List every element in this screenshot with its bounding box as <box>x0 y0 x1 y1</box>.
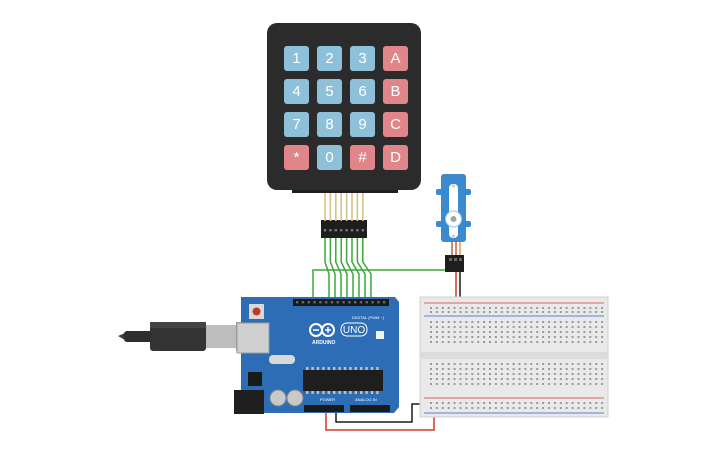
keypad-key-label: 4 <box>292 83 300 100</box>
atmega-chip <box>303 370 383 391</box>
keypad-key[interactable]: 1 <box>284 46 309 71</box>
keypad-key-label: C <box>390 116 401 133</box>
arduino-logo <box>309 323 335 337</box>
analog-header <box>350 405 390 412</box>
power-label: POWER <box>320 397 335 402</box>
keypad-key[interactable]: B <box>383 79 408 104</box>
keypad-key[interactable]: 0 <box>317 145 342 170</box>
usb-b-port <box>236 322 270 354</box>
keypad-4x4: 1 2 3 A 4 5 6 B 7 8 9 C * 0 # D <box>267 23 421 238</box>
keypad-key-label: 3 <box>358 50 366 67</box>
breadboard <box>419 296 609 418</box>
keypad-key-label: 6 <box>358 83 366 100</box>
keypad-key[interactable]: * <box>284 145 309 170</box>
keypad-key-label: D <box>390 149 401 166</box>
keypad-key[interactable]: 9 <box>350 112 375 137</box>
keypad-key-label: 5 <box>325 83 333 100</box>
analog-label: ANALOG IN <box>355 397 377 402</box>
servo-signal-wire <box>312 269 452 298</box>
digital-label: DIGITAL (PWM ~) <box>352 315 385 320</box>
power-header <box>304 405 344 412</box>
arduino-uno-board: ARDUINO UNO DIGITAL (PWM ~) POWER ANALOG… <box>234 297 399 414</box>
keypad-key-label: * <box>294 149 300 166</box>
keypad-key-label: A <box>390 50 400 67</box>
keypad-key[interactable]: D <box>383 145 408 170</box>
model-text: UNO <box>343 325 365 336</box>
keypad-key[interactable]: 8 <box>317 112 342 137</box>
keypad-key[interactable]: 6 <box>350 79 375 104</box>
capacitor-2 <box>286 389 304 407</box>
keypad-key-label: 1 <box>292 50 300 67</box>
keypad-key-label: B <box>390 83 400 100</box>
micro-servo <box>436 174 471 272</box>
keypad-key[interactable]: 5 <box>317 79 342 104</box>
keypad-key[interactable]: 7 <box>284 112 309 137</box>
servo-connector <box>445 255 464 272</box>
capacitor-1 <box>269 389 287 407</box>
power-jack <box>234 390 264 414</box>
keypad-key-label: 8 <box>325 116 333 133</box>
keypad-header-connector <box>321 220 367 238</box>
keypad-key[interactable]: 3 <box>350 46 375 71</box>
keypad-key-label: 9 <box>358 116 366 133</box>
brand-text: ARDUINO <box>312 340 335 346</box>
keypad-key-label: 2 <box>325 50 333 67</box>
keypad-key-label: 7 <box>292 116 300 133</box>
keypad-key-label: # <box>358 149 367 166</box>
keypad-key[interactable]: A <box>383 46 408 71</box>
digital-header <box>293 299 389 306</box>
keypad-key[interactable]: 2 <box>317 46 342 71</box>
regulator <box>248 372 262 386</box>
keypad-key-label: 0 <box>325 149 333 166</box>
keypad-key[interactable]: 4 <box>284 79 309 104</box>
keypad-key[interactable]: # <box>350 145 375 170</box>
usb-cable <box>118 322 254 351</box>
keypad-key[interactable]: C <box>383 112 408 137</box>
crystal <box>269 355 295 364</box>
breadboard-center-channel <box>420 352 608 359</box>
keypad-wires <box>324 237 372 300</box>
